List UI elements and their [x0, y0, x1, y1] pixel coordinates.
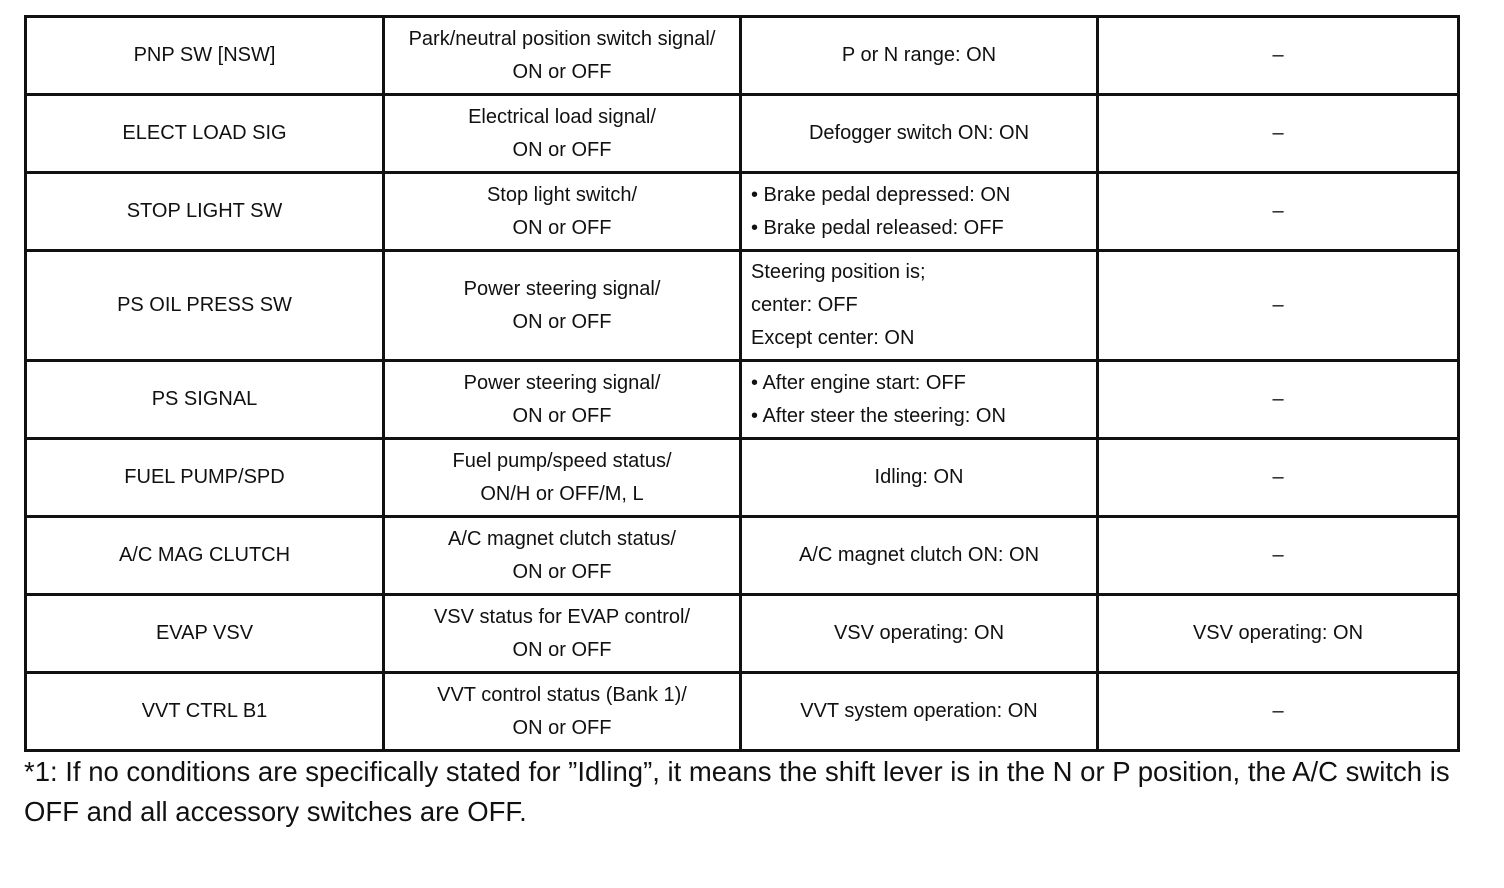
measurement-item-cell: Electrical load signal/ON or OFF [382, 93, 742, 174]
item-name-cell: FUEL PUMP/SPD [24, 437, 385, 518]
item-name-cell: STOP LIGHT SW [24, 171, 385, 252]
measurement-item-cell-line: VSV status for EVAP control/ [433, 605, 691, 628]
normal-condition-cell-line: A/C magnet clutch ON: ON [798, 544, 1040, 566]
measurement-item-cell: Park/neutral position switch signal/ON o… [382, 15, 742, 96]
normal-condition-cell-line: • Brake pedal depressed: ON [751, 183, 1011, 206]
normal-condition-cell: A/C magnet clutch ON: ON [739, 515, 1099, 596]
item-name-cell: VVT CTRL B1 [24, 671, 385, 752]
footnote: *1: If no conditions are specifically st… [24, 756, 1450, 827]
item-name-cell: ELECT LOAD SIG [24, 93, 385, 174]
item-name-cell: PS OIL PRESS SW [24, 249, 385, 362]
measurement-item-cell-line: ON or OFF [512, 138, 612, 161]
measurement-item-cell-line: ON/H or OFF/M, L [480, 482, 644, 505]
item-name-cell: PS SIGNAL [24, 359, 385, 440]
normal-condition-cell-line: Steering position is; [751, 261, 926, 283]
normal-condition-cell-line: VVT system operation: ON [800, 700, 1038, 722]
normal-condition-cell-line: Defogger switch ON: ON [808, 122, 1030, 144]
normal-condition-cell-line: center: OFF [751, 294, 858, 316]
table-row: VVT CTRL B1 VVT control status (Bank 1)/ O… [24, 671, 1460, 752]
diagnostic-note-cell: – [1096, 515, 1460, 596]
normal-condition-cell: VVT system operation: ON [739, 671, 1099, 752]
measurement-item-cell: Power steering signal/ON or OFF [382, 249, 742, 362]
data-list-table: PNP SW [NSW]Park/neutral position switch… [24, 15, 1460, 752]
measurement-item-cell-line: Power steering signal/ [463, 371, 661, 394]
item-name-cell: A/C MAG CLUTCH [24, 515, 385, 596]
table-row: PNP SW [NSW]Park/neutral position switch… [24, 15, 1460, 96]
measurement-item-cell: VSV status for EVAP control/ON or OFF [382, 593, 742, 674]
normal-condition-cell-line: • After steer the steering: ON [751, 404, 1006, 427]
diagnostic-note-cell: – [1096, 671, 1460, 752]
measurement-item-cell-line: Park/neutral position switch signal/ [408, 27, 716, 50]
normal-condition-cell: Steering position is; center: OFF Except c… [739, 249, 1099, 362]
measurement-item-cell: Stop light switch/ON or OFF [382, 171, 742, 252]
measurement-item-cell-line: ON or OFF [512, 60, 612, 83]
normal-condition-cell: VSV operating: ON [739, 593, 1099, 674]
normal-condition-cell-line: VSV operating: ON [833, 622, 1005, 644]
measurement-item-cell-line: ON or OFF [512, 716, 612, 739]
diagnostic-note-cell: VSV operating: ON [1096, 593, 1460, 674]
diagnostic-note-cell: – [1096, 359, 1460, 440]
measurement-item-cell-line: ON or OFF [512, 560, 612, 583]
measurement-item-cell: Power steering signal/ON or OFF [382, 359, 742, 440]
normal-condition-cell: P or N range: ON [739, 15, 1099, 96]
measurement-item-cell-line: ON or OFF [512, 404, 612, 427]
measurement-item-cell-line: ON or OFF [512, 216, 612, 239]
diagnostic-note-cell: – [1096, 437, 1460, 518]
normal-condition-cell: • Brake pedal depressed: ON • Brake pedal… [739, 171, 1099, 252]
normal-condition-cell-line: P or N range: ON [841, 44, 997, 66]
measurement-item-cell: VVT control status (Bank 1)/ ON or OFF [382, 671, 742, 752]
measurement-item-cell-line: ON or OFF [512, 638, 612, 661]
diagnostic-note-cell: – [1096, 93, 1460, 174]
normal-condition-cell: Idling: ON [739, 437, 1099, 518]
measurement-item-cell-line: VVT control status (Bank 1)/ [437, 683, 687, 706]
measurement-item-cell: A/C magnet clutch status/ON or OFF [382, 515, 742, 596]
item-name-cell: PNP SW [NSW] [24, 15, 385, 96]
measurement-item-cell-line: Stop light switch/ [486, 183, 638, 206]
diagnostic-note-cell: – [1096, 249, 1460, 362]
measurement-item-cell: Fuel pump/speed status/ON/H or OFF/M, L [382, 437, 742, 518]
item-name-cell: EVAP VSV [24, 593, 385, 674]
measurement-item-cell-line: Power steering signal/ [463, 277, 661, 300]
normal-condition-cell-line: • After engine start: OFF [751, 371, 966, 394]
table-body: PNP SW [NSW]Park/neutral position switch… [24, 15, 1460, 752]
measurement-item-cell-line: Electrical load signal/ [468, 105, 656, 128]
measurement-item-cell-line: A/C magnet clutch status/ [448, 527, 676, 550]
measurement-item-cell-line: Fuel pump/speed status/ [452, 449, 672, 472]
normal-condition-cell-line: Except center: ON [751, 327, 915, 349]
diagnostic-note-cell: – [1096, 15, 1460, 96]
measurement-item-cell-line: ON or OFF [512, 310, 612, 333]
diagnostic-note-cell: – [1096, 171, 1460, 252]
normal-condition-cell: • After engine start: OFF • After steer t… [739, 359, 1099, 440]
normal-condition-cell-line: • Brake pedal released: OFF [751, 216, 1004, 239]
normal-condition-cell-line: Idling: ON [874, 466, 964, 488]
normal-condition-cell: Defogger switch ON: ON [739, 93, 1099, 174]
